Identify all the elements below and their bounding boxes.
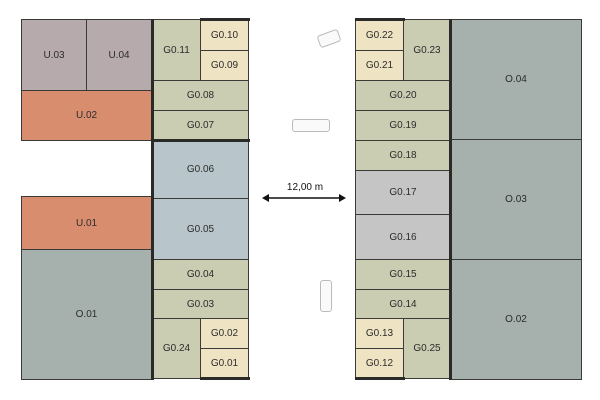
unit-u04[interactable]: U.04 <box>86 19 152 91</box>
wall <box>151 19 154 380</box>
wall <box>355 18 405 21</box>
truck-icon <box>292 119 330 132</box>
garage-g008[interactable]: G0.08 <box>152 80 249 111</box>
garage-g020[interactable]: G0.20 <box>355 80 451 111</box>
car-icon <box>320 280 332 312</box>
office-o04[interactable]: O.04 <box>450 19 582 140</box>
garage-g010[interactable]: G0.10 <box>200 19 249 51</box>
garage-g021[interactable]: G0.21 <box>355 50 404 81</box>
wall <box>449 19 452 380</box>
unit-u01[interactable]: U.01 <box>21 196 152 250</box>
wall <box>355 377 405 380</box>
garage-g014[interactable]: G0.14 <box>355 289 451 319</box>
wall <box>200 377 250 380</box>
office-o01[interactable]: O.01 <box>21 249 152 380</box>
garage-g001[interactable]: G0.01 <box>200 348 249 379</box>
dimension-arrow-icon <box>262 194 346 202</box>
garage-g016[interactable]: G0.16 <box>355 214 451 260</box>
garage-g004[interactable]: G0.04 <box>152 259 249 290</box>
wall <box>200 18 250 21</box>
garage-g012[interactable]: G0.12 <box>355 348 404 379</box>
garage-g007[interactable]: G0.07 <box>152 110 249 141</box>
garage-g024[interactable]: G0.24 <box>152 318 201 379</box>
garage-g017[interactable]: G0.17 <box>355 170 451 215</box>
office-o02[interactable]: O.02 <box>450 259 582 380</box>
garage-g005[interactable]: G0.05 <box>152 198 249 260</box>
garage-g002[interactable]: G0.02 <box>200 318 249 349</box>
unit-u02[interactable]: U.02 <box>21 90 152 141</box>
garage-g006[interactable]: G0.06 <box>152 140 249 199</box>
garage-g011[interactable]: G0.11 <box>152 19 201 81</box>
garage-g018[interactable]: G0.18 <box>355 140 451 171</box>
garage-g025[interactable]: G0.25 <box>403 318 451 379</box>
car-icon <box>316 28 342 49</box>
garage-g009[interactable]: G0.09 <box>200 50 249 81</box>
garage-g013[interactable]: G0.13 <box>355 318 404 349</box>
garage-g022[interactable]: G0.22 <box>355 19 404 51</box>
wall <box>152 139 250 142</box>
unit-u03[interactable]: U.03 <box>21 19 87 91</box>
garage-g019[interactable]: G0.19 <box>355 110 451 141</box>
garage-g015[interactable]: G0.15 <box>355 259 451 290</box>
garage-g023[interactable]: G0.23 <box>403 19 451 81</box>
dimension-label: 12,00 m <box>286 182 324 193</box>
office-o03[interactable]: O.03 <box>450 139 582 260</box>
garage-g003[interactable]: G0.03 <box>152 289 249 319</box>
